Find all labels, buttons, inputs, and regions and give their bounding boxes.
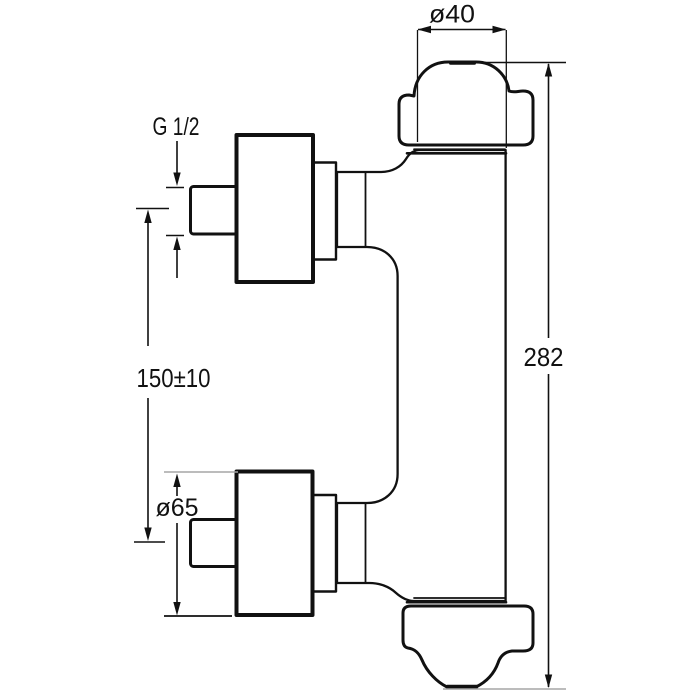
- dim-inlet-thread: G 1/2: [153, 113, 200, 278]
- body-column: [335, 148, 507, 603]
- upper-valve-flange: [234, 133, 315, 284]
- arrow-right: [492, 25, 506, 34]
- arrow-up: [173, 236, 181, 250]
- dim-total-height: 282: [443, 61, 566, 690]
- dim-label-total-height: 282: [524, 342, 564, 372]
- fixture-body: [189, 60, 535, 689]
- bottom-dome-flat: [446, 684, 478, 689]
- arrow-down: [173, 602, 181, 616]
- arrow-down: [144, 527, 152, 541]
- dim-label-escutcheon-diameter: ø65: [156, 494, 199, 522]
- arrow-down: [544, 674, 553, 688]
- dim-label-inlet-spacing: 150±10: [137, 363, 211, 393]
- upper-valve-collar: [311, 161, 338, 261]
- lower-valve-flange: [234, 469, 315, 617]
- arrow-down: [173, 172, 181, 186]
- arrow-up: [544, 63, 553, 77]
- top-dome-flat: [449, 60, 476, 65]
- dim-label-top-diameter: ø40: [429, 1, 475, 29]
- dim-label-inlet-thread: G 1/2: [153, 113, 200, 141]
- arrow-left: [417, 25, 431, 34]
- top-bracket: [397, 60, 535, 147]
- dim-inlet-spacing: 150±10: [134, 207, 211, 543]
- dim-top-diameter: ø40: [416, 1, 507, 148]
- lower-valve-collar: [311, 493, 338, 593]
- dim-escutcheon-diameter: ø65: [156, 471, 238, 617]
- arrow-up: [173, 473, 181, 487]
- arrow-up: [144, 209, 152, 223]
- bottom-bracket: [401, 604, 535, 689]
